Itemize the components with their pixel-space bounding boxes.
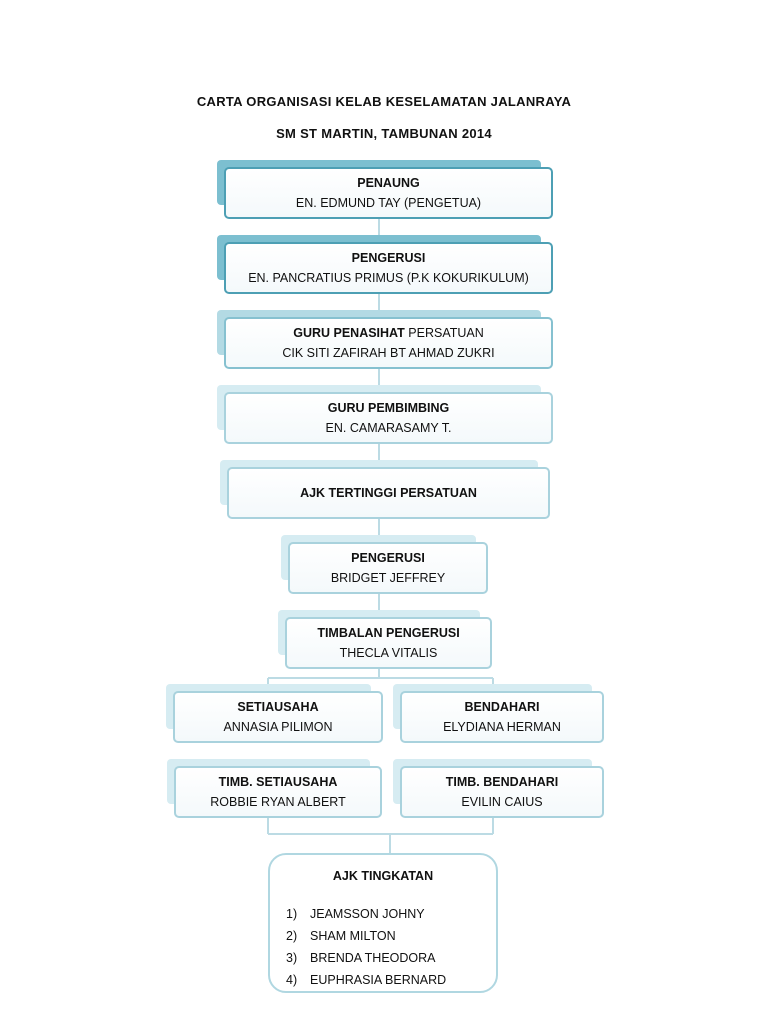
list-item-number: 4) xyxy=(286,973,298,987)
node-timb-setiausaha: TIMB. SETIAUSAHA ROBBIE RYAN ALBERT xyxy=(167,759,382,818)
node-role: GURU PEMBIMBING xyxy=(327,401,450,415)
node-role-suffix: PERSATUAN xyxy=(404,326,484,340)
node-pengerusi-guru: PENGERUSI EN. PANCRATIUS PRIMUS (P.K KOK… xyxy=(217,235,553,294)
list-item: 2) SHAM MILTON xyxy=(286,925,446,947)
node-guru-penasihat: GURU PENASIHAT PERSATUAN CIK SITI ZAFIRA… xyxy=(217,310,553,369)
list-item-number: 2) xyxy=(286,929,298,943)
node-role: SETIAUSAHA xyxy=(237,700,319,714)
node-timbalan-pengerusi: TIMBALAN PENGERUSI THECLA VITALIS xyxy=(278,610,492,669)
ajk-tingkatan-heading: AJK TINGKATAN xyxy=(332,869,434,883)
list-item-name: SHAM MILTON xyxy=(310,929,396,943)
list-item: 4) EUPHRASIA BERNARD xyxy=(286,969,446,991)
list-item-name: BRENDA THEODORA xyxy=(310,951,436,965)
list-item-name: EUPHRASIA BERNARD xyxy=(310,973,447,987)
node-name: EN. CAMARASAMY T. xyxy=(325,421,452,435)
chart-title: CARTA ORGANISASI KELAB KESELAMATAN JALAN… xyxy=(196,94,572,109)
ajk-tingkatan-list: 1) JEAMSSON JOHNY 2) SHAM MILTON 3) BRENDA … xyxy=(286,903,446,991)
node-setiausaha: SETIAUSAHA ANNASIA PILIMON xyxy=(166,684,383,743)
node-name: BRIDGET JEFFREY xyxy=(330,571,446,585)
node-penaung: PENAUNG EN. EDMUND TAY (PENGETUA) xyxy=(217,160,553,219)
node-role: PENGERUSI xyxy=(351,251,426,265)
node-role: BENDAHARI xyxy=(464,700,540,714)
list-item-name: JEAMSSON JOHNY xyxy=(310,907,425,921)
node-role: AJK TERTINGGI PERSATUAN xyxy=(300,486,477,500)
node-name: ANNASIA PILIMON xyxy=(223,720,333,734)
node-name: THECLA VITALIS xyxy=(339,646,438,660)
ajk-tingkatan-box: AJK TINGKATAN 1) JEAMSSON JOHNY 2) SHAM MI… xyxy=(268,853,498,993)
list-item-number: 1) xyxy=(286,907,298,921)
node-name: ROBBIE RYAN ALBERT xyxy=(210,795,346,809)
node-bendahari: BENDAHARI ELYDIANA HERMAN xyxy=(393,684,604,743)
list-item: 1) JEAMSSON JOHNY xyxy=(286,903,446,925)
node-name: EN. PANCRATIUS PRIMUS (P.K KOKURIKULUM) xyxy=(248,271,529,285)
node-name: CIK SITI ZAFIRAH BT AHMAD ZUKRI xyxy=(282,346,495,360)
list-item: 3) BRENDA THEODORA xyxy=(286,947,446,969)
node-role: GURU PENASIHAT xyxy=(293,326,405,340)
node-pengerusi: PENGERUSI BRIDGET JEFFREY xyxy=(281,535,488,594)
node-name: EN. EDMUND TAY (PENGETUA) xyxy=(295,196,482,210)
list-item-number: 3) xyxy=(286,951,298,965)
node-guru-pembimbing: GURU PEMBIMBING EN. CAMARASAMY T. xyxy=(217,385,553,444)
node-role: TIMBALAN PENGERUSI xyxy=(317,626,460,640)
node-ajk-tertinggi: AJK TERTINGGI PERSATUAN xyxy=(220,460,550,519)
node-role: TIMB. BENDAHARI xyxy=(445,775,559,789)
node-name: EVILIN CAIUS xyxy=(461,795,543,809)
node-timb-bendahari: TIMB. BENDAHARI EVILIN CAIUS xyxy=(393,759,604,818)
node-name: ELYDIANA HERMAN xyxy=(443,720,561,734)
node-role: PENAUNG xyxy=(357,176,420,190)
node-role: TIMB. SETIAUSAHA xyxy=(218,775,338,789)
node-role: PENGERUSI xyxy=(351,551,425,565)
chart-subtitle: SM ST MARTIN, TAMBUNAN 2014 xyxy=(276,126,492,141)
